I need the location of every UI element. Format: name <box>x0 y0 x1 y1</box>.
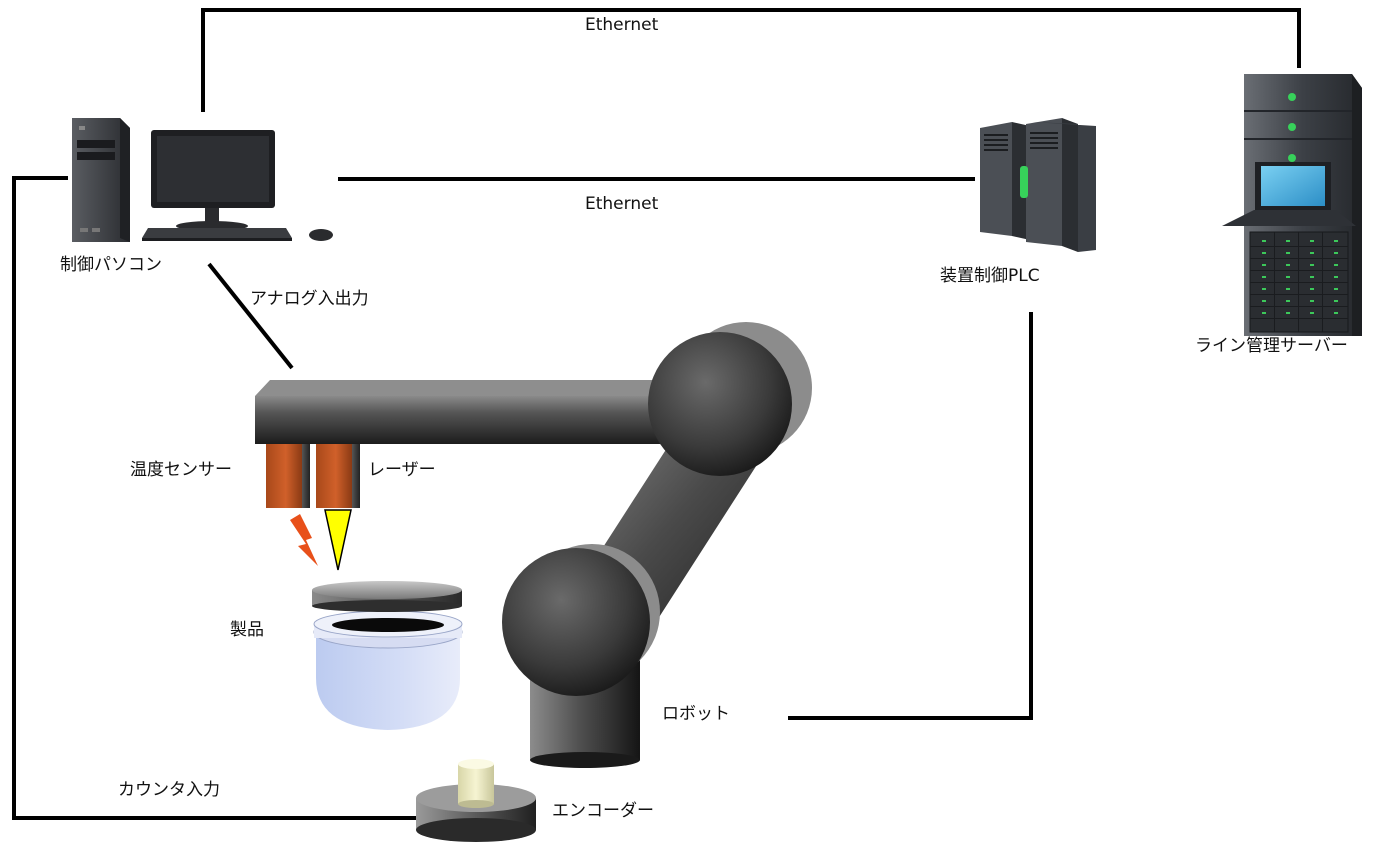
plc-label: 装置制御PLC <box>940 266 1040 286</box>
counter-input-line <box>12 176 416 820</box>
control-pc-icon <box>72 118 333 242</box>
counter-input-label: カウンタ入力 <box>118 780 220 800</box>
control-pc-label: 制御パソコン <box>60 255 162 275</box>
robot-label: ロボット <box>662 704 730 724</box>
analog-io-line <box>207 262 294 370</box>
temperature-sensor-icon <box>266 444 310 508</box>
connection-lines <box>12 8 1301 820</box>
line-server-label: ライン管理サーバー <box>1195 336 1348 356</box>
encoder-label: エンコーダー <box>552 801 654 821</box>
robot-arm <box>255 322 812 768</box>
product-label: 製品 <box>230 620 264 640</box>
analog-io-label: アナログ入出力 <box>250 289 369 309</box>
plc-icon <box>980 118 1096 252</box>
ethernet-mid-label: Ethernet <box>585 194 659 214</box>
encoder-icon <box>416 759 536 842</box>
ethernet-top-label: Ethernet <box>585 15 659 35</box>
laser-icon <box>316 444 360 508</box>
plc-robot-line <box>788 312 1033 720</box>
laser-label: レーザー <box>368 460 436 480</box>
heat-spark-icon <box>290 514 318 566</box>
temperature-sensor-label: 温度センサー <box>130 460 232 480</box>
ethernet-top-line <box>201 8 1301 112</box>
product-icon <box>312 581 463 730</box>
laser-beam <box>324 509 352 571</box>
line-server-icon <box>1222 74 1362 336</box>
